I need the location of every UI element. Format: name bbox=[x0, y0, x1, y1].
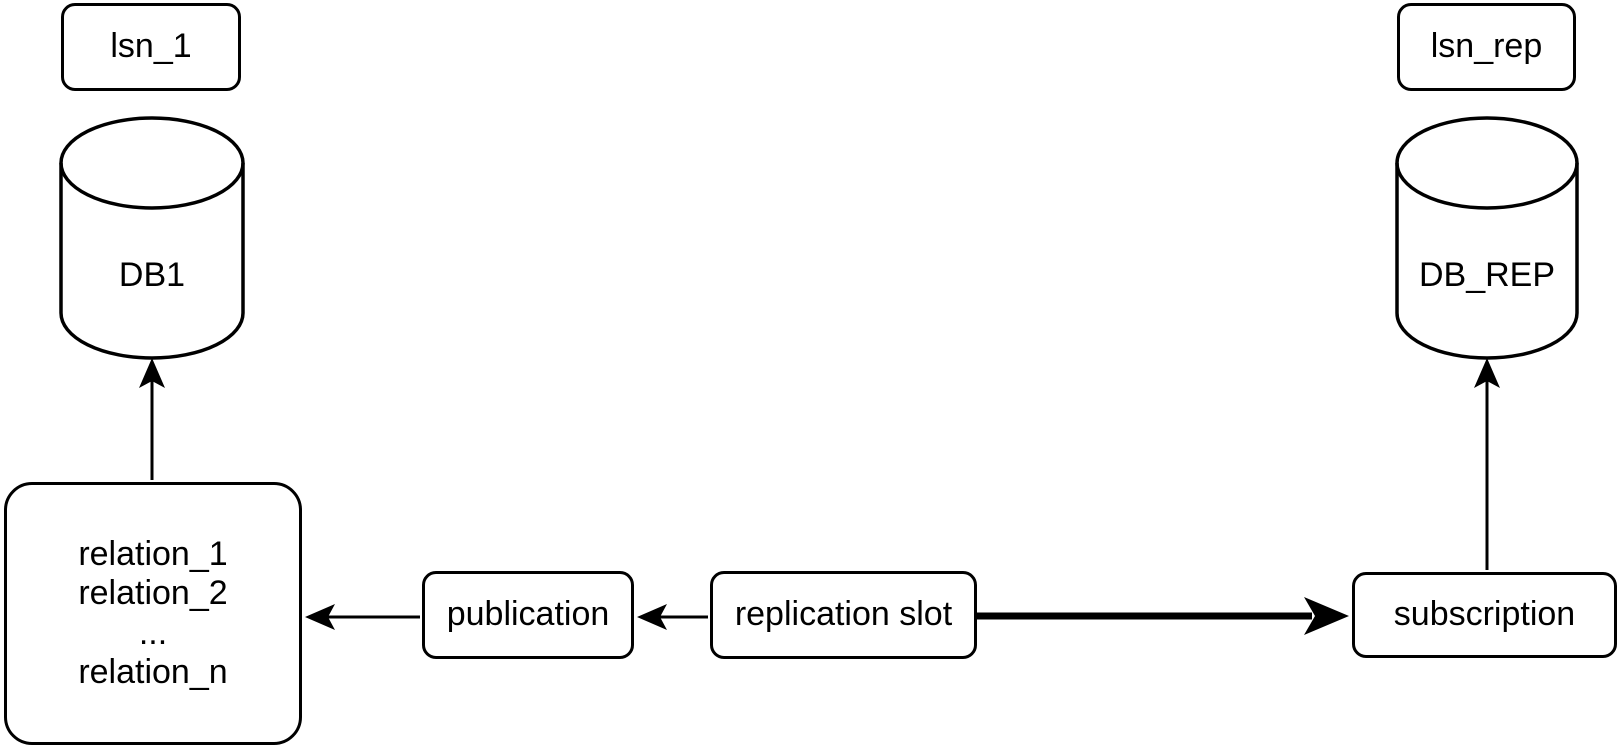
node-subscription: subscription bbox=[1352, 572, 1617, 658]
db-replica-cylinder-icon bbox=[1395, 116, 1579, 360]
node-lsn-1: lsn_1 bbox=[61, 3, 241, 91]
arrow-slot-to-subscription bbox=[977, 597, 1349, 635]
node-publication: publication bbox=[422, 571, 634, 659]
arrow-slot-to-publication bbox=[637, 604, 708, 630]
node-replication-slot-label: replication slot bbox=[734, 595, 953, 634]
db1-label: DB1 bbox=[118, 255, 186, 294]
arrow-publication-to-relations bbox=[305, 604, 420, 630]
node-lsn-rep-label: lsn_rep bbox=[1430, 27, 1543, 66]
db-source-cylinder-icon bbox=[59, 116, 245, 360]
node-lsn-rep: lsn_rep bbox=[1397, 3, 1576, 91]
relation-2-line: relation_2 bbox=[78, 574, 228, 613]
node-publication-label: publication bbox=[446, 595, 610, 634]
node-replication-slot: replication slot bbox=[710, 571, 977, 659]
relation-1-line: relation_1 bbox=[78, 535, 228, 574]
node-lsn-1-label: lsn_1 bbox=[110, 27, 192, 66]
relations-label: relation_1 relation_2 ... relation_n bbox=[78, 535, 227, 691]
arrow-relations-to-db1 bbox=[139, 358, 165, 480]
db-rep-label: DB_REP bbox=[1418, 255, 1556, 294]
relation-n-line: relation_n bbox=[78, 652, 228, 691]
node-subscription-label: subscription bbox=[1393, 595, 1576, 634]
relation-ellipsis-line: ... bbox=[138, 613, 168, 652]
arrow-subscription-to-dbrep bbox=[1474, 358, 1500, 570]
node-relations: relation_1 relation_2 ... relation_n bbox=[4, 482, 302, 745]
